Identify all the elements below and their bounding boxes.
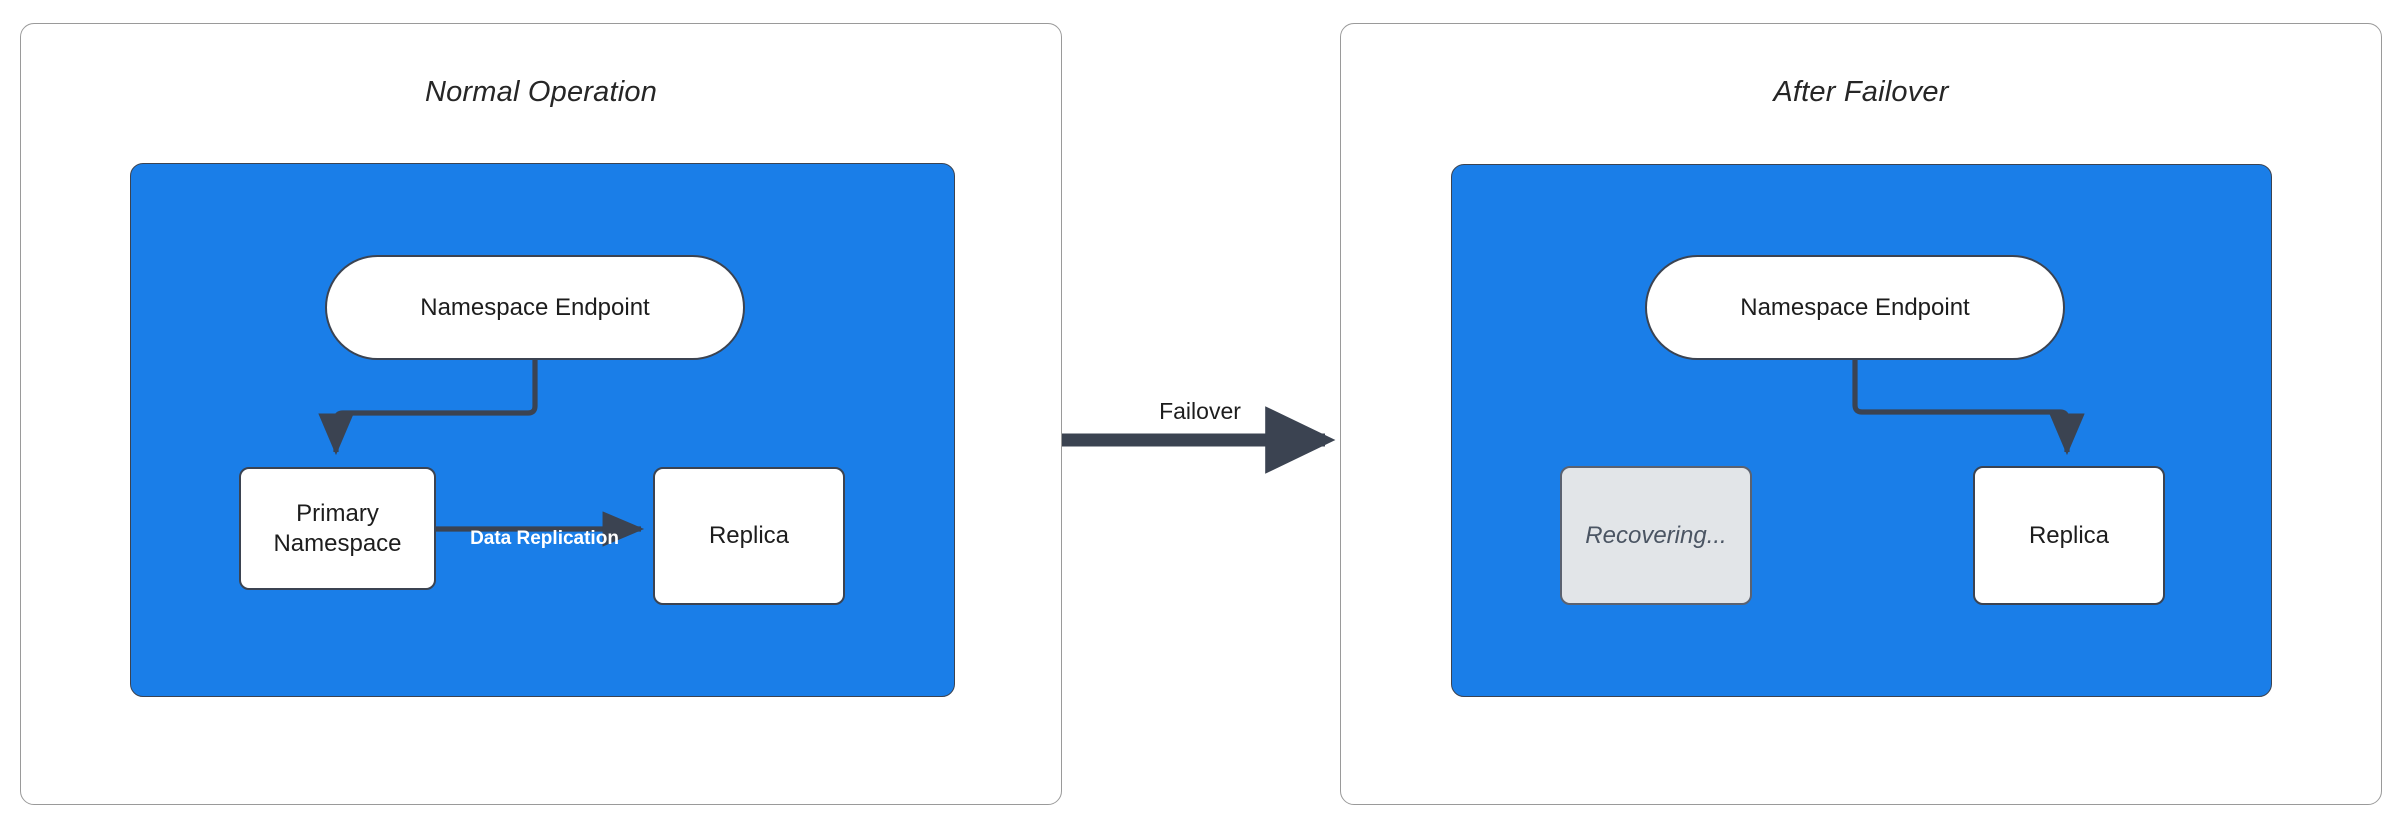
node-label: Recovering...	[1585, 521, 1727, 549]
panel-title-after-failover: After Failover	[1773, 76, 1949, 108]
blue-region-after-failover	[1451, 164, 2272, 697]
node-label: Namespace Endpoint	[420, 293, 650, 321]
node-primary-namespace-left[interactable]: Primary Namespace	[239, 467, 436, 590]
node-label-line1: Primary	[296, 500, 379, 528]
node-replica-right[interactable]: Replica	[1973, 466, 2165, 605]
blue-region-normal-operation	[130, 163, 955, 697]
edge-label-failover: Failover	[1159, 398, 1241, 424]
node-label: Replica	[708, 522, 790, 550]
node-namespace-endpoint-left[interactable]: Namespace Endpoint	[325, 255, 745, 360]
node-label-line2: Namespace	[273, 529, 402, 557]
node-label: Replica	[2028, 521, 2110, 549]
node-label: Namespace Endpoint	[1740, 293, 1970, 321]
node-namespace-endpoint-right[interactable]: Namespace Endpoint	[1645, 255, 2065, 360]
panel-title-normal-operation: Normal Operation	[424, 76, 658, 108]
node-replica-left[interactable]: Replica	[653, 467, 845, 605]
node-recovering-right[interactable]: Recovering...	[1560, 466, 1752, 605]
edge-label-data-replication: Data Replication	[470, 528, 619, 549]
